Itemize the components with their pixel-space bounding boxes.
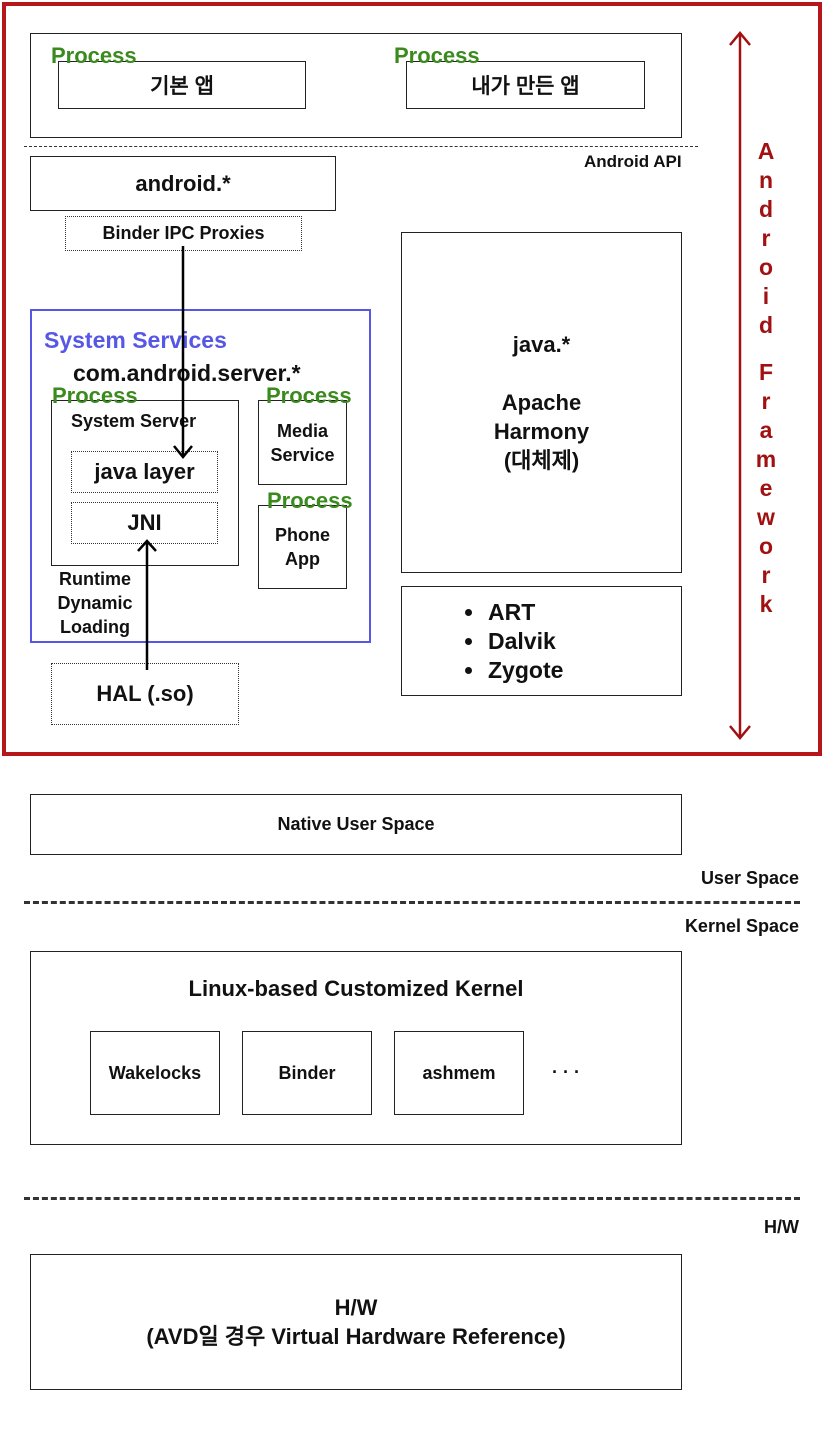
java-package-box: java.* Apache Harmony (대체제) <box>401 232 682 573</box>
runtime-list: ART Dalvik Zygote <box>458 598 681 685</box>
hal-up-arrow <box>137 539 157 670</box>
system-services-title: System Services <box>44 327 227 353</box>
hal-box: HAL (.so) <box>51 663 239 725</box>
default-app-box: 기본 앱 <box>58 61 306 109</box>
android-package-box: android.* <box>30 156 336 211</box>
jni-label: JNI <box>127 510 162 535</box>
apache-harmony-line2: Harmony <box>493 419 590 444</box>
runtime-item-art: ART <box>486 598 681 627</box>
android-framework-frame <box>2 2 822 756</box>
framework-label-letter: i <box>762 283 770 309</box>
android-package-label: android.* <box>135 170 231 196</box>
kernel-module-ashmem: ashmem <box>394 1031 524 1115</box>
framework-label-letter: m <box>755 446 777 472</box>
hw-box-line2: (AVD일 경우 Virtual Hardware Reference) <box>146 1324 566 1349</box>
framework-double-arrow <box>729 31 751 740</box>
apache-harmony-line1: Apache <box>501 390 582 415</box>
kernel-title: Linux-based Customized Kernel <box>188 976 524 1001</box>
process-label-default-app: Process <box>51 43 137 68</box>
jni-box: JNI <box>71 502 218 544</box>
android-api-label: Android API <box>584 152 682 171</box>
framework-label-letter: d <box>758 196 774 222</box>
binder-ipc-proxies-label: Binder IPC Proxies <box>102 223 265 243</box>
runtime-label-line2: Dynamic <box>57 593 133 613</box>
framework-label-letter: w <box>757 504 775 530</box>
process-label-media-service: Process <box>266 383 352 408</box>
kernel-space-label: Kernel Space <box>684 916 799 936</box>
hw-box-line1: H/W <box>334 1295 378 1320</box>
hw-box: H/W (AVD일 경우 Virtual Hardware Reference) <box>30 1254 682 1390</box>
runtime-item-zygote: Zygote <box>486 656 681 685</box>
media-service-label-line1: Media <box>276 420 328 441</box>
media-service-label-line2: Service <box>270 444 335 465</box>
process-label-system-server: Process <box>52 383 138 408</box>
runtime-label-line1: Runtime <box>59 569 131 589</box>
framework-label-letter: r <box>761 388 771 414</box>
framework-label-letter: a <box>759 417 773 443</box>
framework-label-letter: k <box>759 591 773 617</box>
android-api-divider <box>24 146 698 147</box>
hw-label: H/W <box>764 1217 799 1237</box>
process-label-my-app: Process <box>394 43 480 68</box>
kernel-hw-divider <box>24 1197 800 1200</box>
media-service-box: Media Service <box>258 400 347 485</box>
arrow-overlay <box>137 31 751 740</box>
framework-label-letter: A <box>757 138 775 164</box>
phone-app-label-line1: Phone <box>274 525 330 545</box>
system-server-label: System Server <box>71 411 197 431</box>
native-user-space-label: Native User Space <box>277 814 435 834</box>
user-kernel-divider <box>24 901 800 904</box>
binder-ipc-proxies-box: Binder IPC Proxies <box>65 216 302 251</box>
java-layer-label: java layer <box>94 459 195 484</box>
java-package-label: java.* <box>512 332 571 357</box>
kernel-module-ashmem-label: ashmem <box>422 1062 496 1083</box>
process-label-phone-app: Process <box>267 488 353 513</box>
kernel-module-binder-label: Binder <box>278 1062 336 1083</box>
framework-label-letter: o <box>758 254 774 280</box>
framework-label-letter: n <box>758 167 774 193</box>
system-services-package: com.android.server.* <box>73 360 301 386</box>
hal-label: HAL (.so) <box>96 681 194 706</box>
framework-label-letter: r <box>761 225 771 251</box>
system-services-container <box>30 309 371 643</box>
framework-label-letter: d <box>758 312 774 338</box>
my-app-box: 내가 만든 앱 <box>406 61 645 109</box>
runtime-label-line3: Loading <box>60 617 130 637</box>
runtime-dynamic-loading-label: Runtime Dynamic Loading <box>50 567 140 639</box>
framework-label-letter: r <box>761 562 771 588</box>
framework-label-letter: F <box>758 359 774 385</box>
binder-down-arrow <box>173 246 193 459</box>
runtime-item-dalvik: Dalvik <box>486 627 681 656</box>
kernel-module-wakelocks-label: Wakelocks <box>108 1062 202 1083</box>
user-space-label: User Space <box>700 868 799 888</box>
kernel-module-wakelocks: Wakelocks <box>90 1031 220 1115</box>
default-app-label: 기본 앱 <box>150 75 214 98</box>
java-layer-box: java layer <box>71 451 218 493</box>
framework-label-letter: e <box>759 475 773 501</box>
native-user-space-box: Native User Space <box>30 794 682 855</box>
kernel-more-ellipsis: · · · <box>552 1062 580 1082</box>
framework-label-letter: o <box>758 533 774 559</box>
phone-app-box: Phone App <box>258 505 347 589</box>
kernel-module-binder: Binder <box>242 1031 372 1115</box>
phone-app-label-line2: App <box>285 549 320 569</box>
apache-harmony-line3: (대체제) <box>503 448 580 473</box>
my-app-label: 내가 만든 앱 <box>471 75 580 98</box>
runtime-box: ART Dalvik Zygote <box>401 586 682 696</box>
